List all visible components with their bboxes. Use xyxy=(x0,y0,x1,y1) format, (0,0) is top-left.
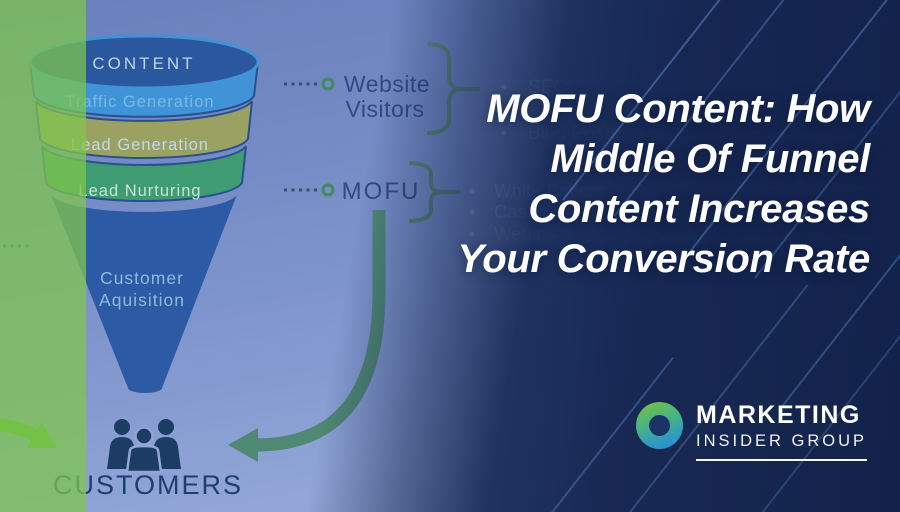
logo-ring-icon xyxy=(636,402,683,449)
marketing-insider-group-logo: MARKETING INSIDER GROUP xyxy=(636,401,868,462)
article-title: MOFU Content: How Middle Of Funnel Conte… xyxy=(457,84,870,284)
logo-name-top: MARKETING xyxy=(696,401,861,429)
title-line-1: MOFU Content: How xyxy=(486,87,870,131)
logo-underline xyxy=(696,459,868,462)
logo-ring-hole xyxy=(649,415,670,436)
logo-name-bottom: INSIDER GROUP xyxy=(696,432,868,451)
title-line-3: Content Increases xyxy=(528,187,870,231)
logo-text: MARKETING INSIDER GROUP xyxy=(696,401,868,462)
title-line-2: Middle Of Funnel xyxy=(550,137,870,181)
title-line-4: Your Conversion Rate xyxy=(457,237,870,281)
